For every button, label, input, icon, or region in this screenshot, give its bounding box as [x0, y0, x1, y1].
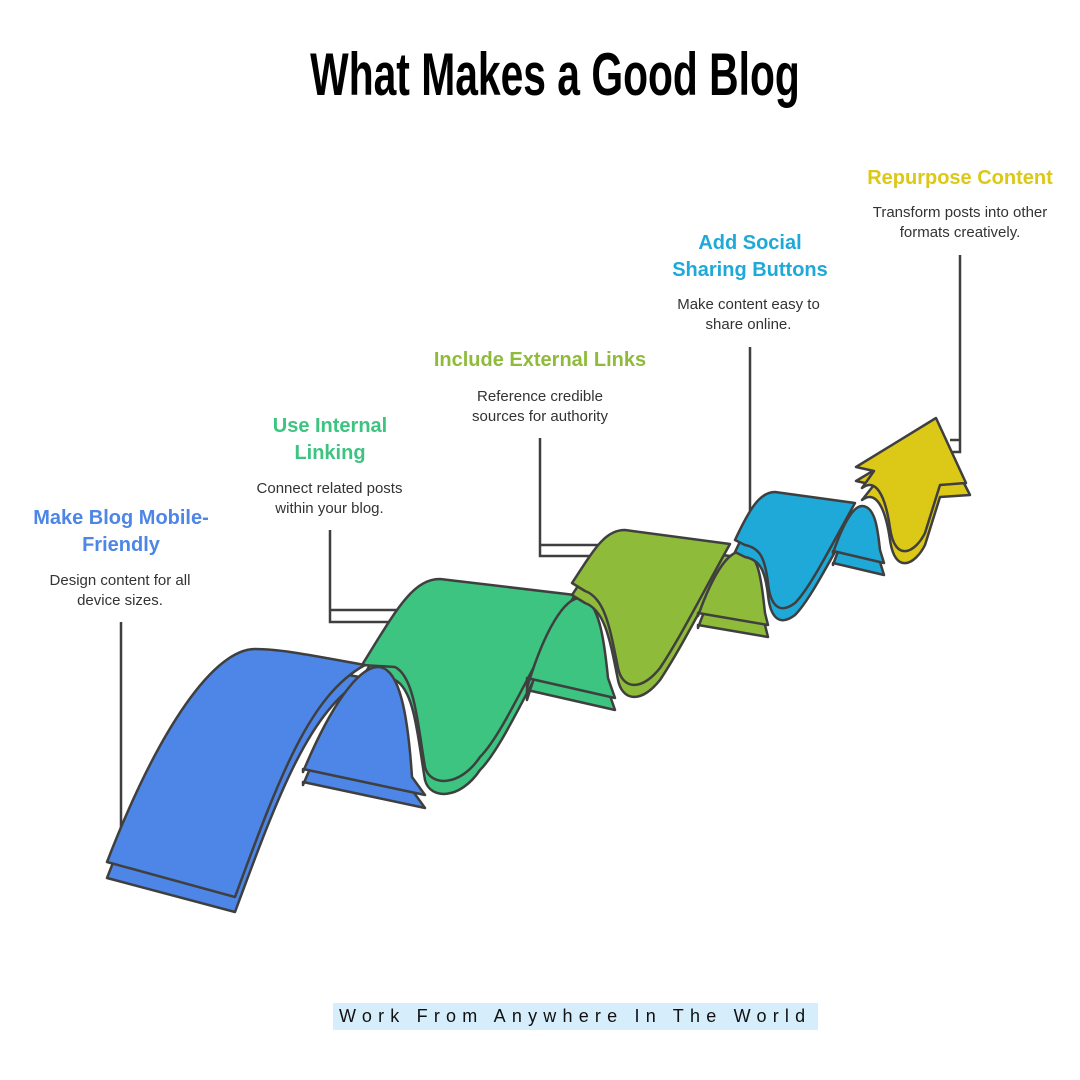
ribbon-social-sharing	[733, 490, 886, 622]
step-title-external-links: Include External Links	[433, 349, 647, 371]
connector-line-2	[328, 530, 402, 624]
connector-line-3	[538, 438, 600, 558]
ribbon-internal-linking	[360, 577, 617, 796]
step-title-social-sharing: Add Social Sharing Buttons	[672, 232, 828, 281]
ribbon-mobile-friendly	[105, 647, 427, 914]
step-title-repurpose-content: Repurpose Content	[867, 167, 1053, 189]
step-desc-social-sharing: Make content easy to share online.	[677, 296, 820, 333]
step-desc-internal-linking: Connect related posts within your blog.	[256, 480, 403, 517]
step-desc-mobile-friendly: Design content for all device sizes.	[49, 572, 191, 609]
arrow-repurpose-content	[854, 416, 972, 565]
step-title-mobile-friendly: Make Blog Mobile-Friendly	[33, 507, 209, 556]
step-title-internal-linking: Use Internal Linking	[272, 415, 388, 464]
step-desc-external-links: Reference credible sources for authority	[472, 388, 608, 425]
step-desc-repurpose-content: Transform posts into other formats creat…	[872, 204, 1048, 241]
ribbon-external-links	[570, 528, 770, 699]
footer-banner: Work From Anywhere In The World	[333, 1003, 818, 1030]
page-title: What Makes a Good Blog	[310, 41, 800, 108]
connector-line-5	[948, 255, 962, 454]
